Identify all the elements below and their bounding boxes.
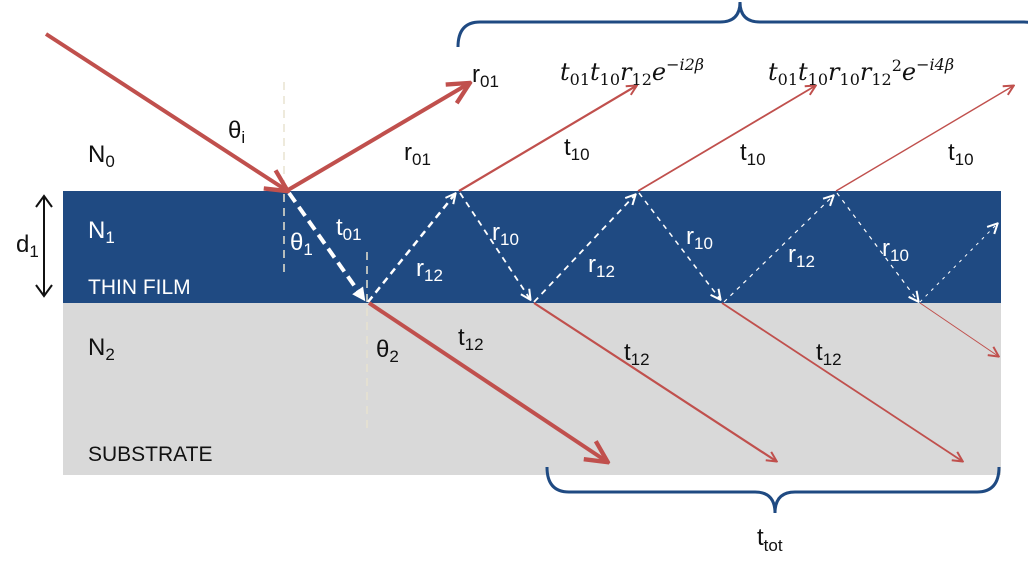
- r10-label-1: r10: [492, 219, 519, 249]
- t10-label-3: t10: [948, 139, 974, 169]
- r01-label: r01: [404, 139, 431, 169]
- refracted-ray-t01: [287, 191, 366, 302]
- theta-2-label: θ2: [376, 336, 399, 366]
- substrate-layer: [63, 303, 1001, 475]
- t12-label-2: t12: [624, 339, 650, 369]
- transmission-brace: [545, 466, 1001, 514]
- reflection-brace: [456, 1, 1028, 48]
- r12-label-3: r12: [788, 241, 815, 271]
- theta-i-label: θi: [228, 117, 245, 147]
- thin-film-label: THIN FILM: [88, 276, 191, 299]
- theta-1-label: θ1: [290, 229, 313, 259]
- substrate-label: SUBSTRATE: [88, 443, 212, 466]
- n1-label: N1: [88, 217, 115, 247]
- n0-label: N0: [88, 141, 115, 171]
- outgoing-ray-t10-2: [637, 86, 815, 192]
- internal-ray-r12-3: [723, 196, 833, 303]
- outgoing-ray-t10-3: [835, 86, 1013, 192]
- r12-label-2: r12: [588, 251, 615, 281]
- thin-film-layer: [63, 191, 1001, 303]
- transmitted-ray-t12-4: [919, 302, 998, 356]
- incident-ray: [44, 32, 286, 190]
- third-reflection-expression: t01t10r10r122e−i4β: [768, 55, 954, 89]
- t10-label-2: t10: [740, 139, 766, 169]
- transmitted-ray-t12-2: [533, 302, 776, 461]
- second-reflection-expression: t01t10r12e−i2β: [560, 55, 704, 89]
- ttot-label: ttot: [757, 524, 783, 555]
- internal-ray-r10-2: [638, 192, 720, 299]
- transmitted-ray-t12-3: [721, 302, 962, 461]
- thickness-label: d1: [16, 231, 39, 261]
- t12-label-1: t12: [458, 324, 484, 354]
- r10-label-2: r10: [686, 223, 713, 253]
- t01-label: t01: [336, 214, 362, 244]
- internal-ray-r12-2: [533, 195, 635, 303]
- n2-label: N2: [88, 334, 115, 364]
- reflected-ray-r01: [286, 84, 468, 192]
- outgoing-ray-t10-1: [458, 86, 636, 192]
- t12-label-3: t12: [816, 339, 842, 369]
- t10-label-1: t10: [564, 134, 590, 164]
- transmitted-ray-t12-1: [367, 301, 606, 461]
- r10-label-3: r10: [882, 235, 909, 265]
- internal-ray-r12-4: [919, 224, 997, 303]
- r12-label-1: r12: [416, 255, 443, 285]
- r01-top-label: r01: [472, 61, 499, 91]
